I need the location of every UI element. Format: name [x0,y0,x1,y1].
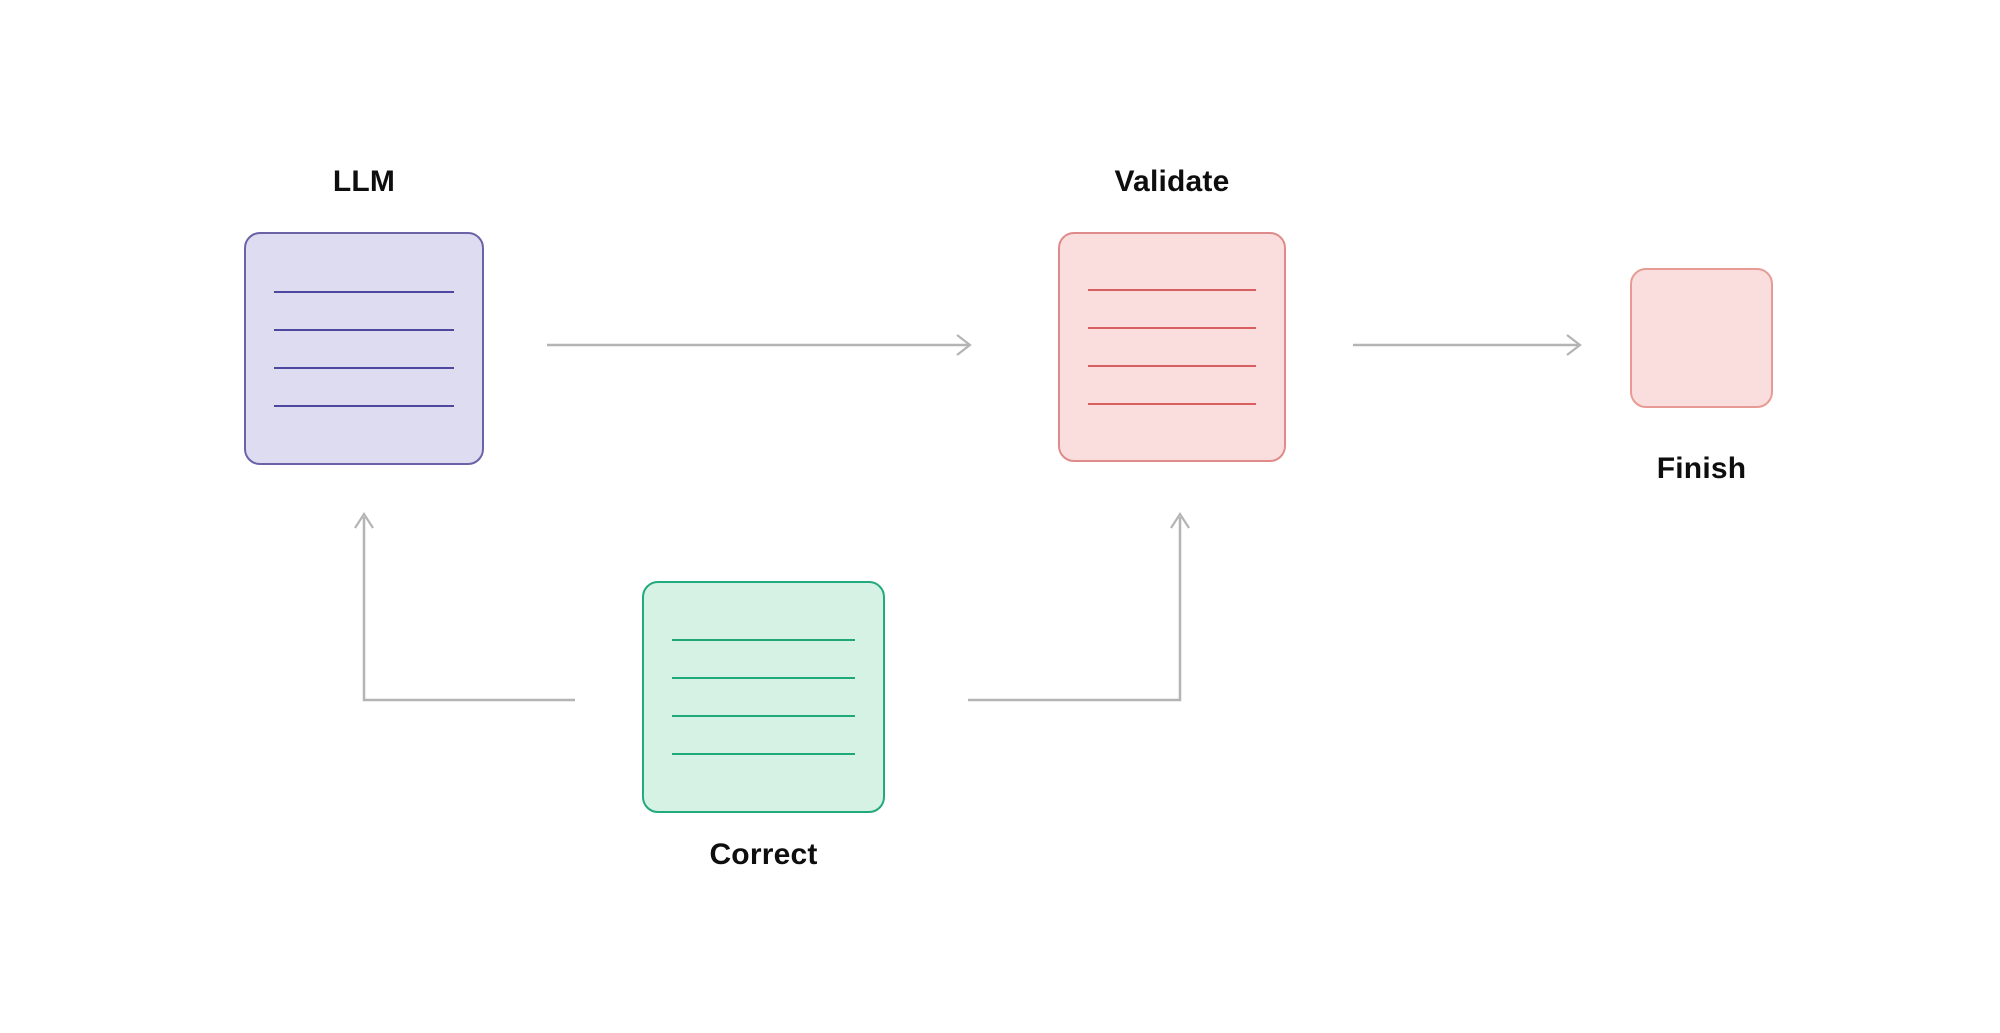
node-label-llm: LLM [332,165,396,198]
node-line [274,328,454,331]
node-llm[interactable] [244,232,484,465]
node-line [1088,403,1256,405]
node-line [672,677,855,679]
node-label-validate: Validate [1114,165,1230,198]
node-line [1088,327,1256,329]
edge-llm-to-validate [547,334,972,356]
node-llm-lines [246,234,482,463]
node-validate-lines [1060,234,1284,460]
node-line [672,715,855,717]
edge-validate-to-finish [1353,334,1582,356]
node-line [1088,289,1256,291]
node-line [1088,365,1256,367]
node-finish[interactable] [1630,268,1773,408]
node-line [672,639,855,641]
edge-correct-to-validate [968,511,1190,702]
edge-correct-to-llm [354,511,575,702]
node-correct[interactable] [642,581,885,813]
node-line [274,404,454,407]
node-line [274,290,454,293]
node-label-finish: Finish [1656,452,1747,485]
node-line [672,753,855,755]
node-label-correct: Correct [709,838,818,871]
node-line [274,366,454,369]
node-validate[interactable] [1058,232,1286,462]
node-correct-lines [644,583,883,811]
